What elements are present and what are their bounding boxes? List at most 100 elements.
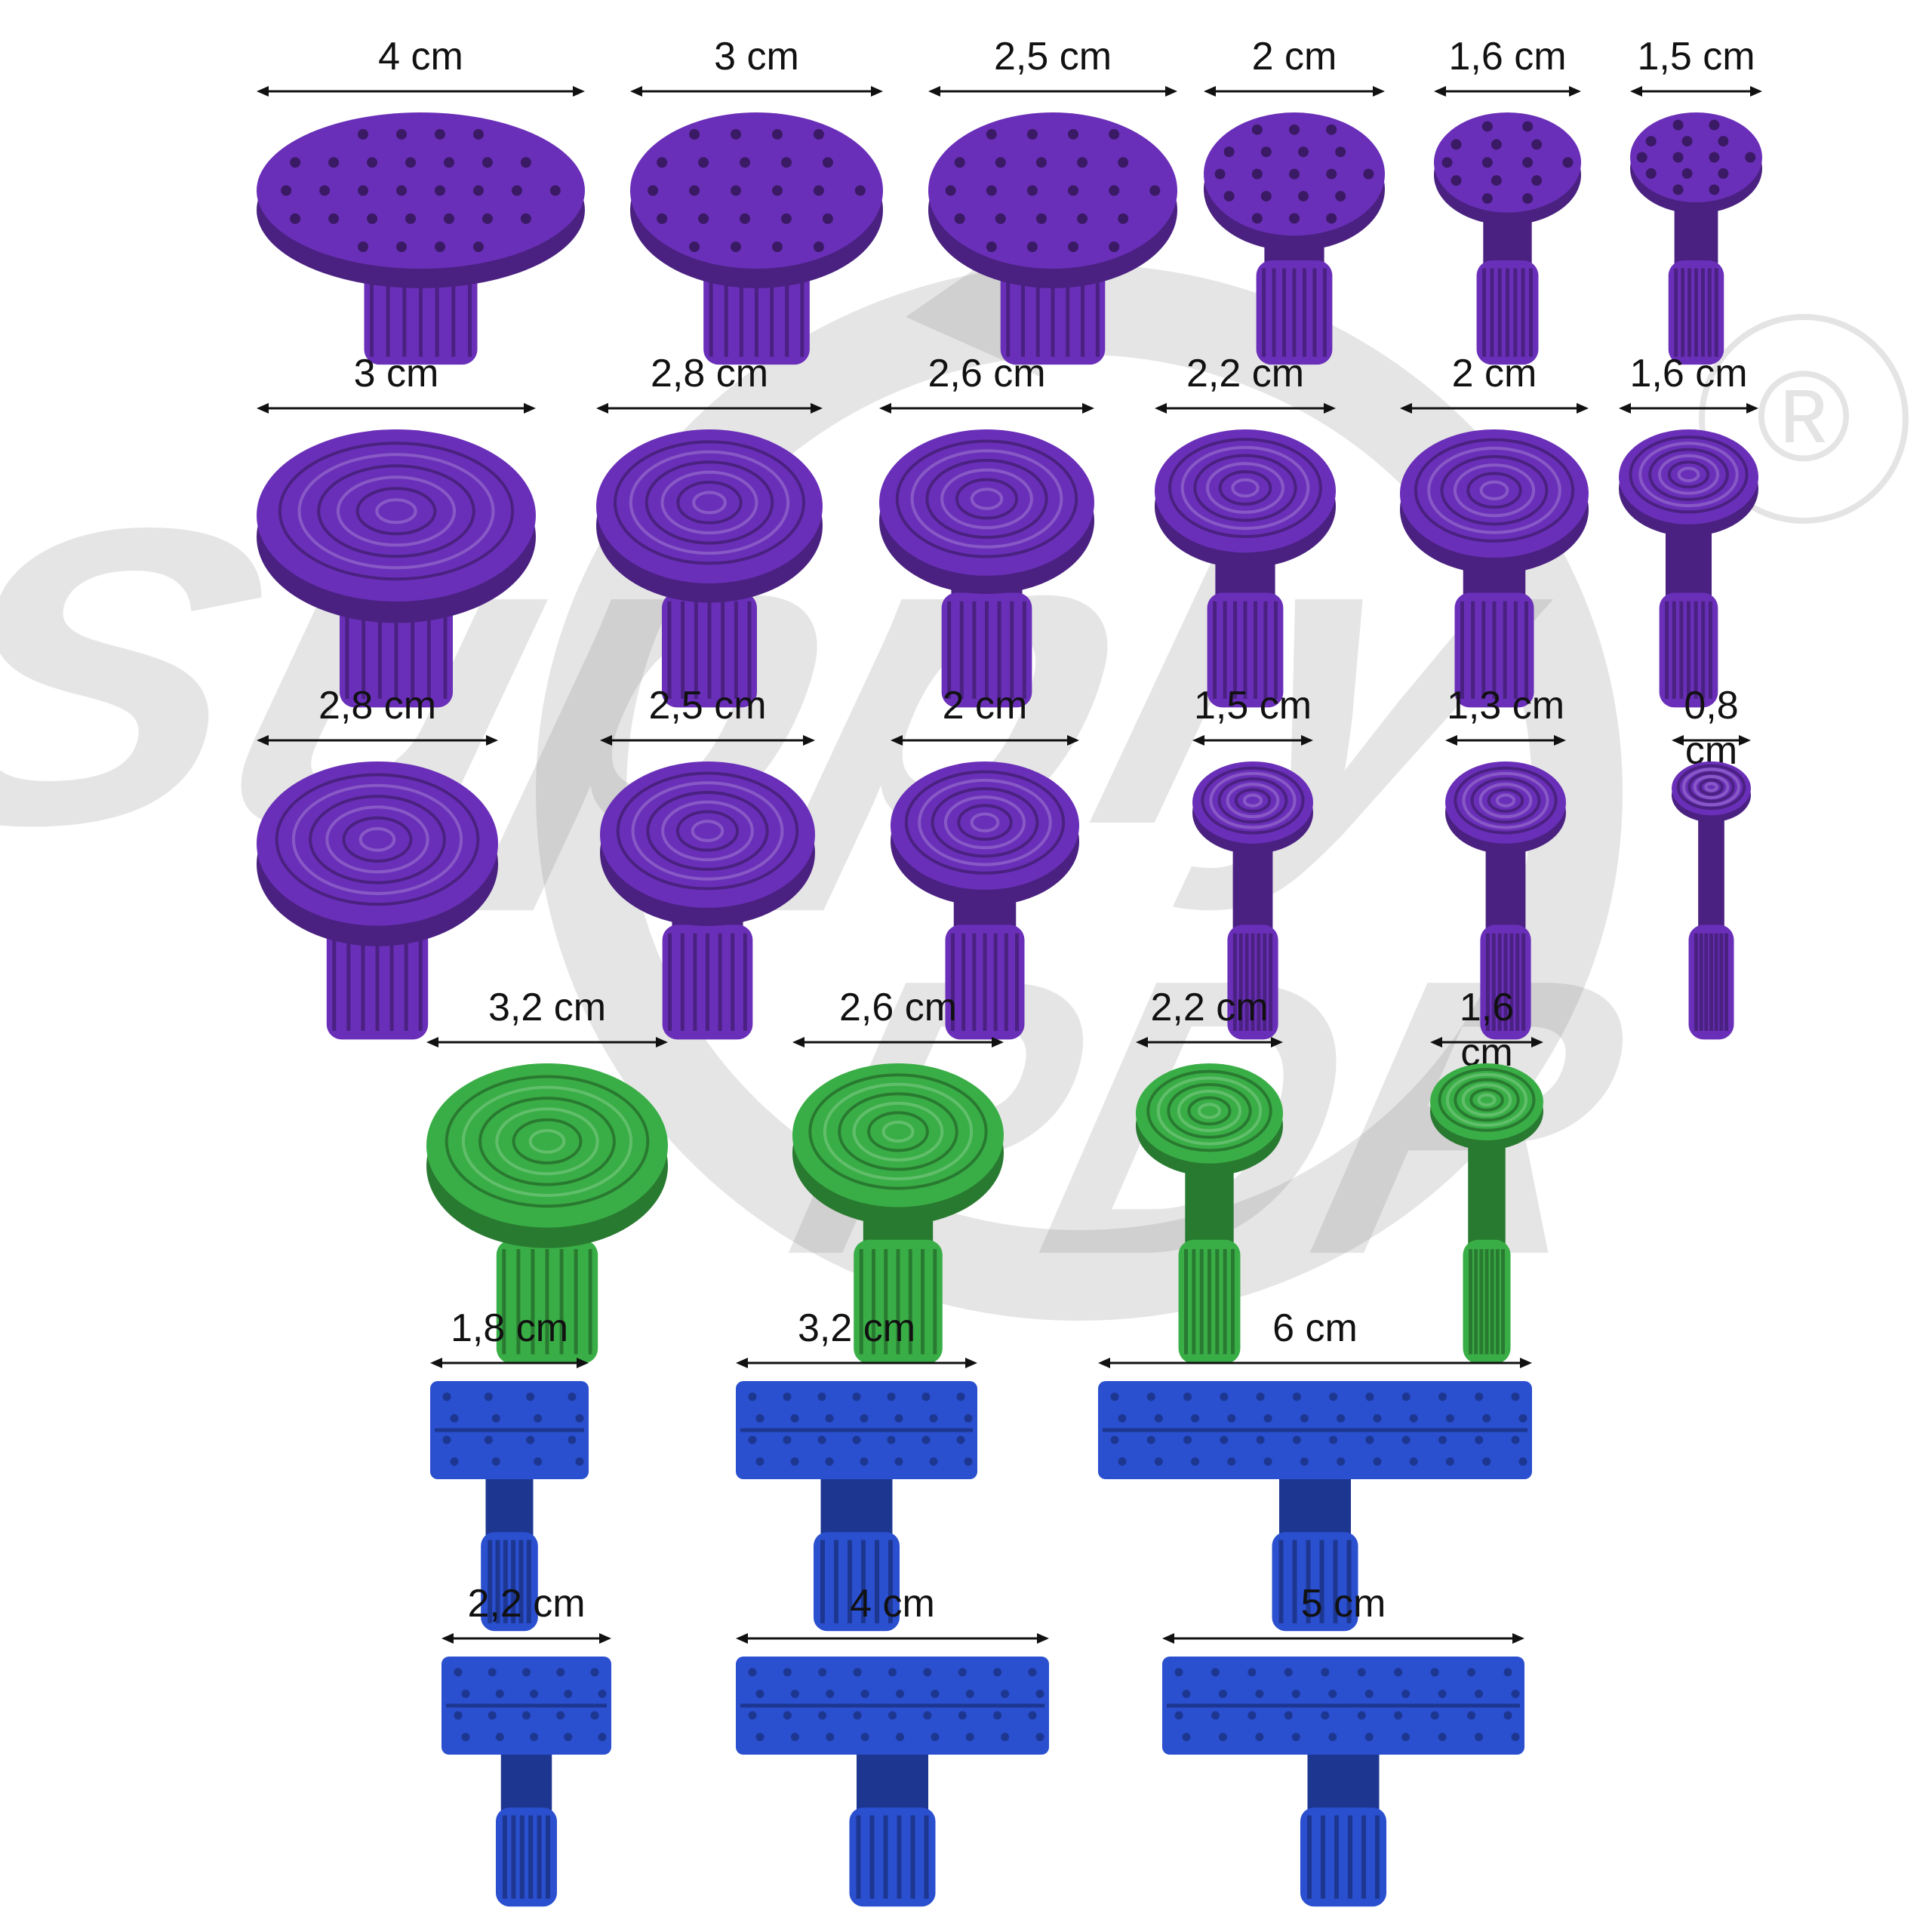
glue-tab-item: 1,6 cm (1619, 351, 1758, 728)
glue-tab-item: 2 cm (1204, 34, 1385, 385)
dimension-arrow (736, 1629, 1049, 1647)
dimension-arrow (426, 1033, 668, 1051)
glue-tab-item: 2,2 cm (441, 1581, 611, 1932)
purple-glue-tab (596, 426, 823, 713)
dimension-arrow (891, 731, 1079, 749)
purple-glue-tab (928, 109, 1177, 370)
purple-glue-tab (1434, 109, 1581, 370)
size-label: 3,2 cm (488, 986, 607, 1029)
size-label: 2 cm (1251, 35, 1337, 78)
dimension-arrow (1162, 1629, 1524, 1647)
purple-glue-tab (257, 758, 498, 1045)
size-label: 2,2 cm (467, 1582, 586, 1626)
glue-tab-item: 2,5 cm (928, 34, 1177, 385)
glue-tab-item: 1,6 cm (1430, 985, 1543, 1385)
dimension-arrow (430, 1354, 589, 1372)
dimension-arrow (1630, 82, 1762, 100)
size-label: 2,5 cm (993, 35, 1112, 78)
glue-tab-item: 4 cm (736, 1581, 1049, 1932)
dimension-arrow (600, 731, 815, 749)
size-label: 2,8 cm (650, 352, 769, 395)
glue-tab-item: 4 cm (257, 34, 585, 385)
purple-glue-tab (600, 758, 815, 1045)
glue-tab-item: 2,2 cm (1136, 985, 1283, 1385)
dimension-arrow (1619, 399, 1758, 417)
dimension-arrow (1155, 399, 1336, 417)
purple-glue-tab (891, 758, 1079, 1045)
size-label: 1,5 cm (1637, 35, 1755, 78)
purple-glue-tab (1155, 426, 1336, 713)
glue-tab-item: 6 cm (1098, 1306, 1532, 1657)
blue-glue-tab (430, 1381, 589, 1641)
dimension-arrow (630, 82, 883, 100)
dimension-arrow (441, 1629, 611, 1647)
glue-tab-item: 3,2 cm (736, 1306, 977, 1657)
glue-tab-item: 3 cm (630, 34, 883, 385)
glue-tab-item: 2,8 cm (257, 683, 498, 1060)
dimension-arrow (736, 1354, 977, 1372)
size-label: 1,6 cm (1448, 35, 1567, 78)
glue-tab-item: 1,5 cm (1192, 683, 1313, 1060)
glue-tab-item: 2,5 cm (600, 683, 815, 1060)
dimension-arrow (596, 399, 823, 417)
purple-glue-tab (1619, 426, 1758, 713)
green-glue-tab (1430, 1060, 1543, 1370)
purple-glue-tab (257, 426, 536, 713)
dimension-arrow (1445, 731, 1566, 749)
glue-tab-item: 3 cm (257, 351, 536, 728)
glue-tab-item: 2,2 cm (1155, 351, 1336, 728)
dimension-arrow (1204, 82, 1385, 100)
blue-glue-tab (736, 1381, 977, 1641)
dimension-arrow (257, 399, 536, 417)
size-label: 3 cm (353, 352, 439, 395)
size-label: 2,6 cm (928, 352, 1046, 395)
purple-glue-tab (1400, 426, 1589, 713)
purple-glue-tab (630, 109, 883, 370)
size-label: 2,2 cm (1150, 986, 1269, 1029)
size-label: 2 cm (942, 684, 1028, 728)
glue-tab-item: 5 cm (1162, 1581, 1524, 1932)
green-glue-tab (792, 1060, 1004, 1370)
size-label: 4 cm (850, 1582, 935, 1626)
size-label: 2,8 cm (318, 684, 437, 728)
dimension-arrow (1192, 731, 1313, 749)
blue-glue-tab (1098, 1381, 1532, 1641)
glue-tab-item: 2,8 cm (596, 351, 823, 728)
size-label: 3 cm (714, 35, 799, 78)
purple-glue-tab (1630, 109, 1762, 370)
glue-tab-item: 2,6 cm (792, 985, 1004, 1385)
blue-glue-tab (736, 1657, 1049, 1917)
dimension-arrow (1098, 1354, 1532, 1372)
dimension-arrow (1136, 1033, 1283, 1051)
size-label: 1,3 cm (1446, 684, 1565, 728)
dimension-arrow (928, 82, 1177, 100)
size-label: 1,5 cm (1193, 684, 1312, 728)
dimension-arrow (1434, 82, 1581, 100)
size-label: 2,6 cm (838, 986, 958, 1029)
glue-tab-item: 3,2 cm (426, 985, 668, 1385)
purple-glue-tab (257, 109, 585, 370)
purple-glue-tab (1445, 758, 1566, 1045)
dimension-arrow (1672, 731, 1751, 749)
glue-tab-item: 1,5 cm (1630, 34, 1762, 385)
dimension-arrow (792, 1033, 1004, 1051)
blue-glue-tab (1162, 1657, 1524, 1917)
glue-tab-item: 2 cm (891, 683, 1079, 1060)
dimension-arrow (257, 731, 498, 749)
size-label: 2 cm (1451, 352, 1537, 395)
purple-glue-tab (1204, 109, 1385, 370)
size-label: 5 cm (1300, 1582, 1386, 1626)
glue-tab-item: 0,8 cm (1672, 683, 1751, 1060)
size-label: 4 cm (378, 35, 463, 78)
blue-glue-tab (441, 1657, 611, 1917)
size-label: 1,6 cm (1629, 352, 1748, 395)
size-label: 6 cm (1272, 1306, 1358, 1350)
green-glue-tab (1136, 1060, 1283, 1370)
dimension-arrow (257, 82, 585, 100)
glue-tab-item: 2 cm (1400, 351, 1589, 728)
purple-glue-tab (879, 426, 1094, 713)
dimension-arrow (1400, 399, 1589, 417)
purple-glue-tab (1672, 758, 1751, 1045)
glue-tab-item: 1,3 cm (1445, 683, 1566, 1060)
